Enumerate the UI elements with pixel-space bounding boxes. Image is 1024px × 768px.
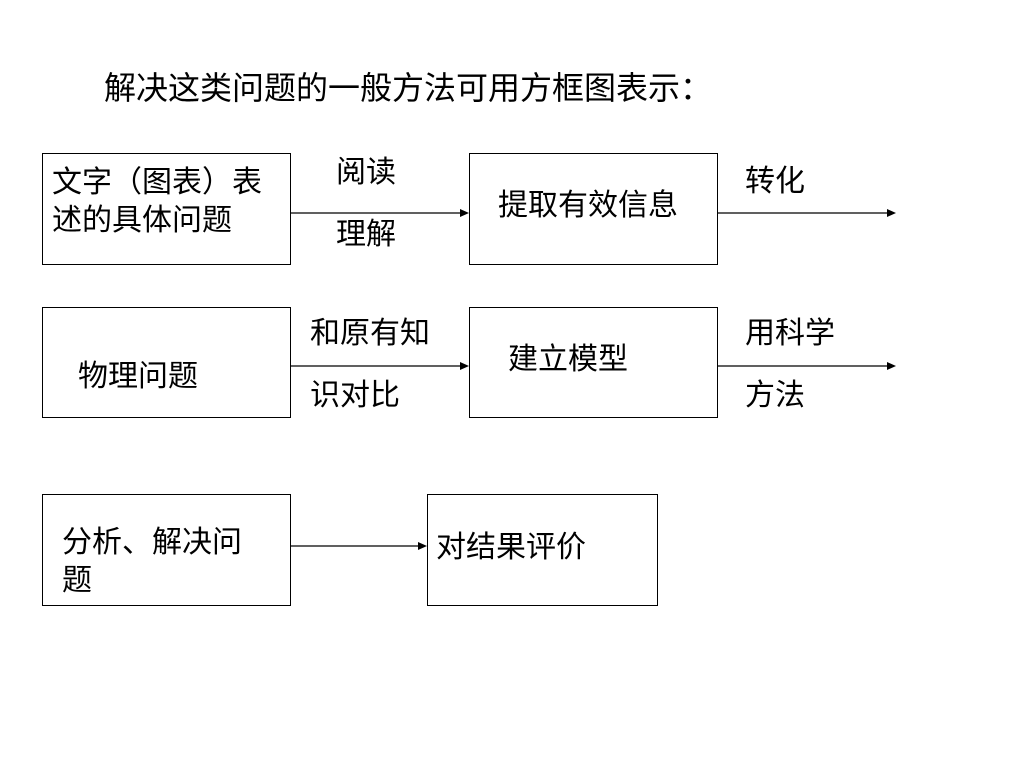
edge-label-compare-line1: 和原有知 — [310, 316, 430, 351]
edge-label-compare-line2: 识对比 — [310, 378, 400, 413]
box-text-problem-line2: 述的具体问题 — [52, 203, 232, 238]
box-build-model-text: 建立模型 — [508, 342, 628, 377]
box-text-problem — [42, 153, 291, 265]
box-physics-problem-text: 物理问题 — [78, 359, 198, 394]
arrowhead-5 — [418, 542, 427, 550]
box-analyze-solve — [42, 494, 291, 606]
box-extract-info — [469, 153, 718, 265]
box-extract-info-text: 提取有效信息 — [498, 188, 678, 223]
edge-label-science-line2: 方法 — [745, 378, 805, 413]
arrowhead-2 — [887, 209, 896, 217]
edge-label-convert: 转化 — [745, 164, 805, 199]
box-text-problem-line1: 文字（图表）表 — [52, 165, 262, 200]
box-build-model — [469, 307, 718, 418]
box-analyze-solve-line1: 分析、解决问 — [62, 525, 242, 560]
arrowhead-4 — [887, 362, 896, 370]
edge-label-science-line1: 用科学 — [745, 316, 835, 351]
arrowhead-3 — [460, 362, 469, 370]
arrowhead-1 — [460, 209, 469, 217]
box-evaluate-result — [427, 494, 658, 606]
page-title: 解决这类问题的一般方法可用方框图表示： — [104, 69, 713, 107]
edge-label-understand: 理解 — [336, 217, 396, 252]
edge-label-read: 阅读 — [336, 155, 396, 190]
box-analyze-solve-line2: 题 — [62, 563, 92, 598]
box-physics-problem — [42, 307, 291, 418]
box-evaluate-result-text: 对结果评价 — [436, 530, 586, 565]
